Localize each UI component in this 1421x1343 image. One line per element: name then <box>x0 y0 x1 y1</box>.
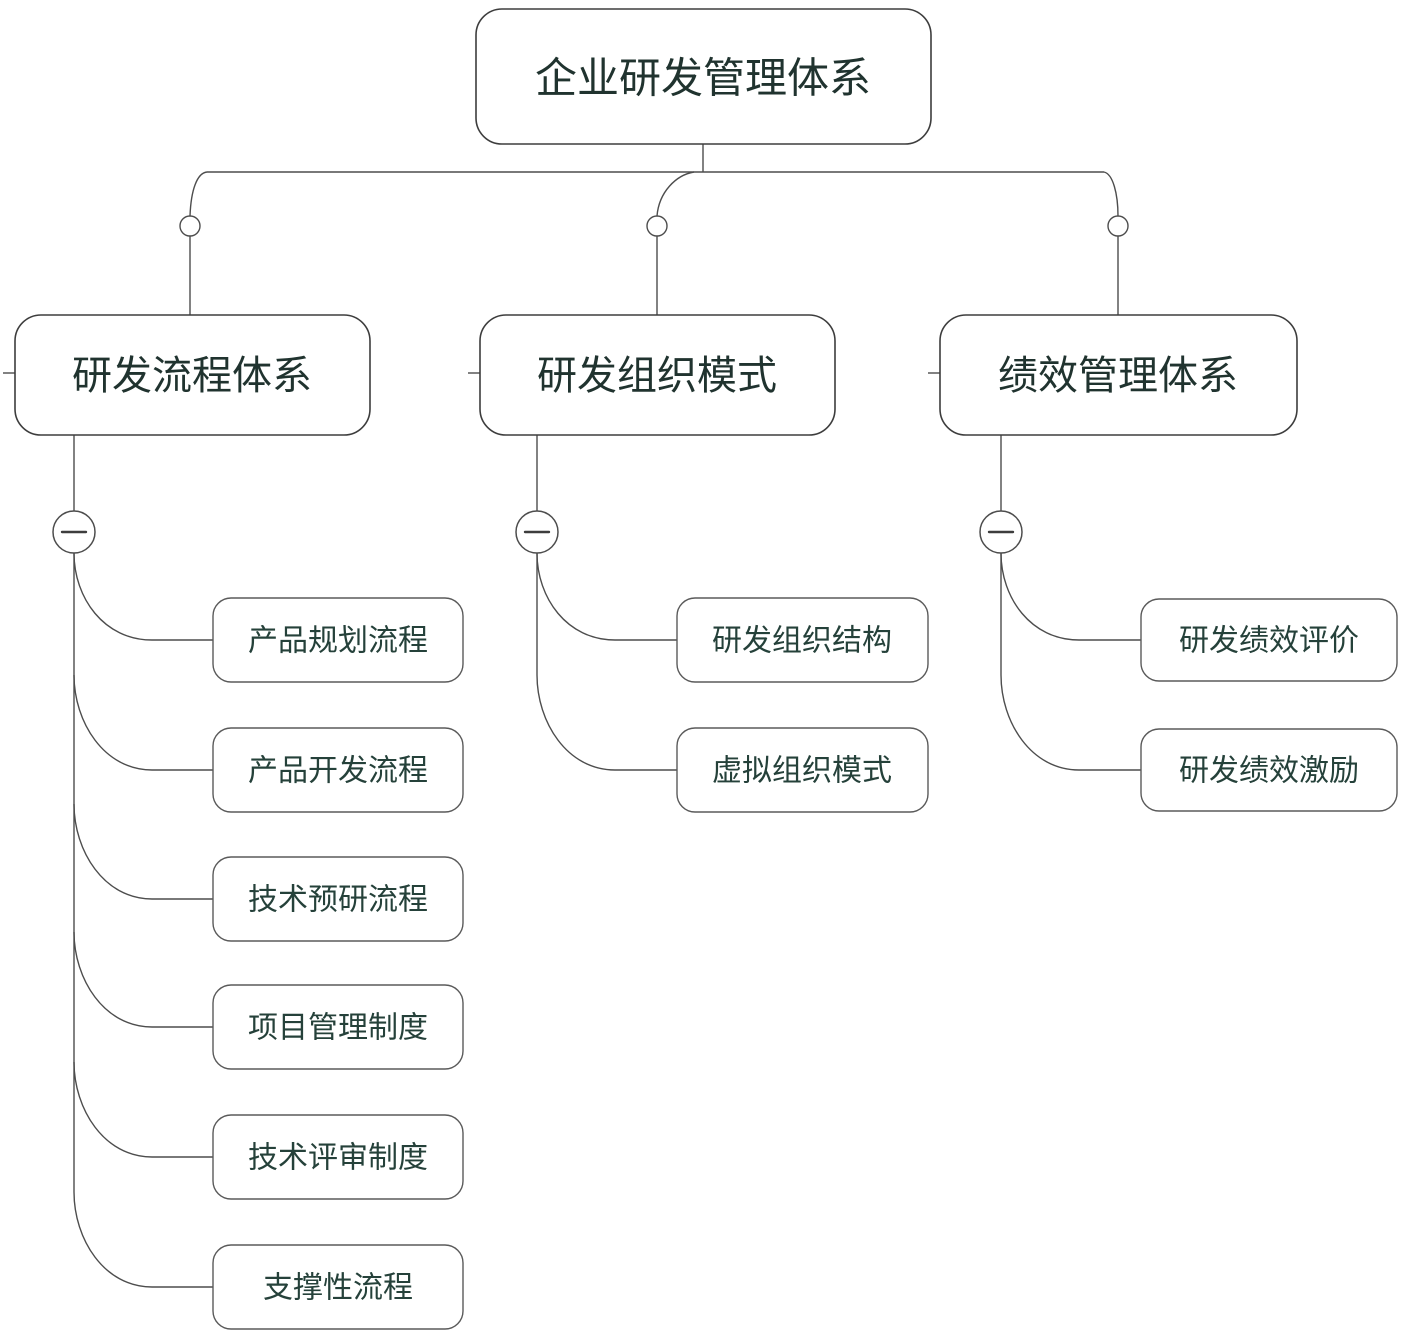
connector-dot <box>1107 215 1129 237</box>
rail-drop-middle <box>656 171 695 217</box>
child-node-tech-preresearch[interactable]: 技术预研流程 <box>212 856 464 942</box>
child-node-box[interactable] <box>212 984 464 1070</box>
child-node-label: 支撑性流程 <box>263 1271 413 1306</box>
child-node-box[interactable] <box>212 597 464 683</box>
root-node[interactable]: 企业研发管理体系 <box>475 8 932 145</box>
child-node-label: 研发绩效评价 <box>1179 624 1359 659</box>
child-node-supporting-process[interactable]: 支撑性流程 <box>212 1244 464 1330</box>
child-node-label: 技术评审制度 <box>248 1141 428 1176</box>
branch-3-elbow-1 <box>1000 552 1141 641</box>
child-node-label: 研发组织结构 <box>712 624 892 659</box>
branch-node-label: 研发流程体系 <box>72 353 312 399</box>
child-node-box[interactable] <box>212 1114 464 1200</box>
collapse-button-branch-1[interactable] <box>52 510 96 554</box>
root-node-label: 企业研发管理体系 <box>535 54 871 103</box>
branch-1-elbow-1 <box>73 552 213 641</box>
branch-node-box[interactable] <box>14 314 371 436</box>
collapse-button-branch-2[interactable] <box>515 510 559 554</box>
connector-dot <box>646 215 668 237</box>
branch-2-connectors <box>536 435 677 771</box>
connector-dot <box>179 215 201 237</box>
branch-1-connectors <box>73 435 213 1288</box>
branch-node-box[interactable] <box>939 314 1298 436</box>
child-node-box[interactable] <box>212 727 464 813</box>
child-node-box[interactable] <box>1140 728 1398 812</box>
child-node-box[interactable] <box>212 856 464 942</box>
child-node-project-management[interactable]: 项目管理制度 <box>212 984 464 1070</box>
child-node-product-development[interactable]: 产品开发流程 <box>212 727 464 813</box>
root-connectors <box>179 144 1129 315</box>
child-node-tech-review[interactable]: 技术评审制度 <box>212 1114 464 1200</box>
child-node-box[interactable] <box>1140 598 1398 682</box>
rail-drop-left <box>189 171 208 217</box>
branch-2-elbow-1 <box>536 552 677 641</box>
root-node-box[interactable] <box>475 8 932 145</box>
branch-node-rd-organization[interactable]: 研发组织模式 <box>479 314 836 436</box>
child-node-virtual-org[interactable]: 虚拟组织模式 <box>676 727 929 813</box>
child-node-product-planning[interactable]: 产品规划流程 <box>212 597 464 683</box>
child-node-label: 技术预研流程 <box>248 883 428 918</box>
child-node-label: 虚拟组织模式 <box>712 754 892 789</box>
child-node-box[interactable] <box>212 1244 464 1330</box>
branch-node-label: 研发组织模式 <box>537 353 777 399</box>
branch-node-rd-process[interactable]: 研发流程体系 <box>14 314 371 436</box>
child-node-performance-evaluation[interactable]: 研发绩效评价 <box>1140 598 1398 682</box>
branch-node-label: 绩效管理体系 <box>998 353 1238 399</box>
branch-3-connectors <box>1000 435 1141 771</box>
child-node-box[interactable] <box>676 597 929 683</box>
child-node-label: 产品规划流程 <box>248 624 428 659</box>
child-node-org-structure[interactable]: 研发组织结构 <box>676 597 929 683</box>
child-node-label: 研发绩效激励 <box>1179 754 1359 789</box>
child-node-box[interactable] <box>676 727 929 813</box>
branch-1-elbow-3 <box>73 803 213 900</box>
rail-drop-right <box>1103 171 1119 217</box>
collapse-button-branch-3[interactable] <box>979 510 1023 554</box>
branch-1-elbow-2 <box>73 674 213 771</box>
branch-1-elbow-5 <box>73 1061 213 1158</box>
child-node-performance-incentive[interactable]: 研发绩效激励 <box>1140 728 1398 812</box>
branch-3-elbow-2 <box>1000 674 1141 771</box>
child-node-label: 产品开发流程 <box>248 754 428 789</box>
branch-2-elbow-2 <box>536 674 677 771</box>
branch-1-elbow-4 <box>73 931 213 1028</box>
branch-node-box[interactable] <box>479 314 836 436</box>
child-node-label: 项目管理制度 <box>248 1011 428 1046</box>
branch-node-performance[interactable]: 绩效管理体系 <box>939 314 1298 436</box>
branch-1-elbow-6 <box>73 1191 213 1288</box>
